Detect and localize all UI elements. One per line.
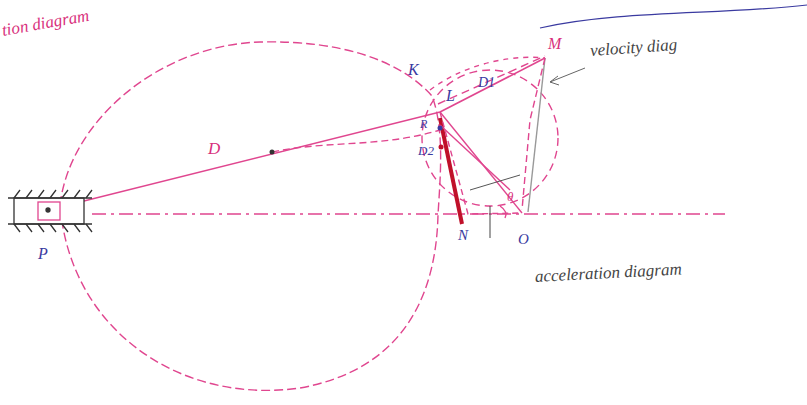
tick	[490, 206, 491, 238]
connecting-rod	[48, 112, 440, 210]
point-label: P	[38, 246, 48, 262]
construction-line	[440, 125, 510, 190]
k-curve	[430, 57, 545, 90]
slider	[8, 190, 92, 232]
d-curve	[272, 130, 440, 152]
point-label: D2	[418, 144, 434, 157]
velocity-line	[440, 58, 545, 112]
diagram-note: acceleration diagram	[535, 260, 683, 285]
point	[439, 145, 444, 150]
curve-fragment	[540, 5, 807, 28]
point-label: N	[458, 228, 468, 243]
construction-line	[470, 175, 520, 190]
angle-arc	[500, 206, 506, 218]
point-label: L	[446, 88, 455, 104]
diagram-note: velocity diag	[589, 36, 677, 59]
point	[270, 150, 275, 155]
pointer-arrow	[550, 68, 585, 85]
point-label: R	[420, 118, 427, 130]
angle-label: θ	[507, 190, 513, 203]
crank	[440, 112, 522, 213]
point	[438, 126, 443, 131]
acceleration-curve	[60, 42, 441, 391]
point-label: D	[208, 140, 220, 157]
stroke-line	[92, 213, 725, 214]
acceleration-polygon	[440, 112, 522, 214]
point-label: M	[548, 36, 561, 52]
point-label: O	[518, 232, 529, 247]
point-label: D1	[478, 76, 495, 90]
diagram-title: tion diagram	[1, 7, 91, 39]
velocity-side	[528, 58, 545, 212]
acceleration-line	[440, 118, 462, 224]
velocity-side-dashed	[522, 58, 545, 210]
point-label: K	[408, 62, 419, 78]
velocity-line-dashed	[438, 56, 545, 104]
